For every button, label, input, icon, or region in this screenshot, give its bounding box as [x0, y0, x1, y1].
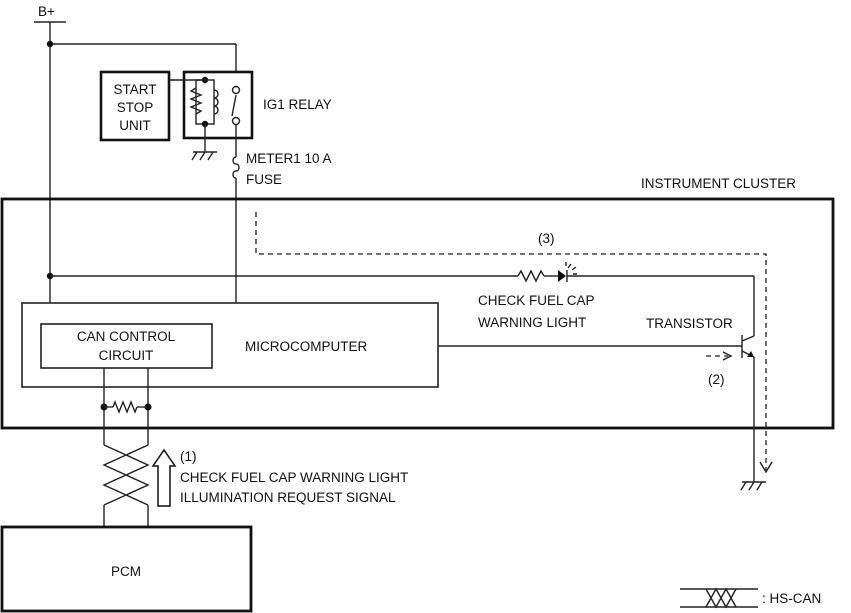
terminating-resistor: [112, 400, 138, 414]
signal-label-1: CHECK FUEL CAP WARNING LIGHT: [180, 470, 408, 485]
start-stop-unit-label-3: UNIT: [119, 118, 151, 133]
relay-switch-blade: [231, 94, 237, 117]
instrument-cluster-label: INSTRUMENT CLUSTER: [641, 176, 796, 191]
warning-light-label-2: WARNING LIGHT: [478, 315, 586, 330]
step3-label: (3): [538, 231, 555, 246]
ig1-relay-label: IG1 RELAY: [263, 97, 332, 112]
start-stop-unit-label-1: START: [113, 82, 156, 97]
transistor-emitter-arrow: [747, 351, 754, 357]
step2-arrowhead: [722, 351, 733, 361]
fuse-label-2: FUSE: [246, 172, 282, 187]
can-control-circuit-label-2: CIRCUIT: [99, 348, 154, 363]
start-stop-unit-label-2: STOP: [117, 100, 154, 115]
warning-light-resistor: [517, 269, 545, 283]
legend-label: : HS-CAN: [762, 591, 821, 606]
transistor-label: TRANSISTOR: [646, 316, 733, 331]
step1-label: (1): [180, 449, 197, 464]
relay-contact-bottom: [231, 116, 241, 126]
relay-contact-top: [231, 85, 241, 95]
start-stop-unit-box: [99, 70, 171, 142]
signal-label-2: ILLUMINATION REQUEST SIGNAL: [180, 490, 396, 505]
relay-coil-winding: [213, 89, 219, 115]
instrument-cluster-box: [0, 197, 835, 430]
light-rays-icon: [565, 262, 577, 275]
fuse-icon: [232, 156, 240, 179]
fuse-label-1: METER1 10 A: [246, 151, 332, 166]
supply-label: B+: [38, 4, 55, 19]
legend-twisted-pair-icon: [705, 587, 737, 609]
can-control-circuit-box: [40, 323, 213, 369]
step2-label: (2): [708, 372, 725, 387]
warning-light-led-icon: [558, 270, 566, 282]
step3-current-path: [255, 212, 767, 470]
step1-signal-arrow: [151, 448, 177, 507]
microcomputer-label: MICROCOMPUTER: [245, 339, 367, 354]
pcm-label: PCM: [111, 564, 141, 579]
ground-icon: [740, 481, 763, 491]
pcm-box: [0, 525, 253, 613]
junction-dot: [46, 40, 54, 48]
step3-arrowhead: [759, 461, 773, 474]
ground-icon: [191, 151, 214, 161]
twisted-pair-icon: [102, 444, 150, 506]
warning-light-label-1: CHECK FUEL CAP: [478, 293, 595, 308]
transistor-collector: [741, 335, 755, 342]
relay-coil-resistor: [189, 87, 203, 115]
can-control-circuit-label-1: CAN CONTROL: [77, 329, 176, 344]
